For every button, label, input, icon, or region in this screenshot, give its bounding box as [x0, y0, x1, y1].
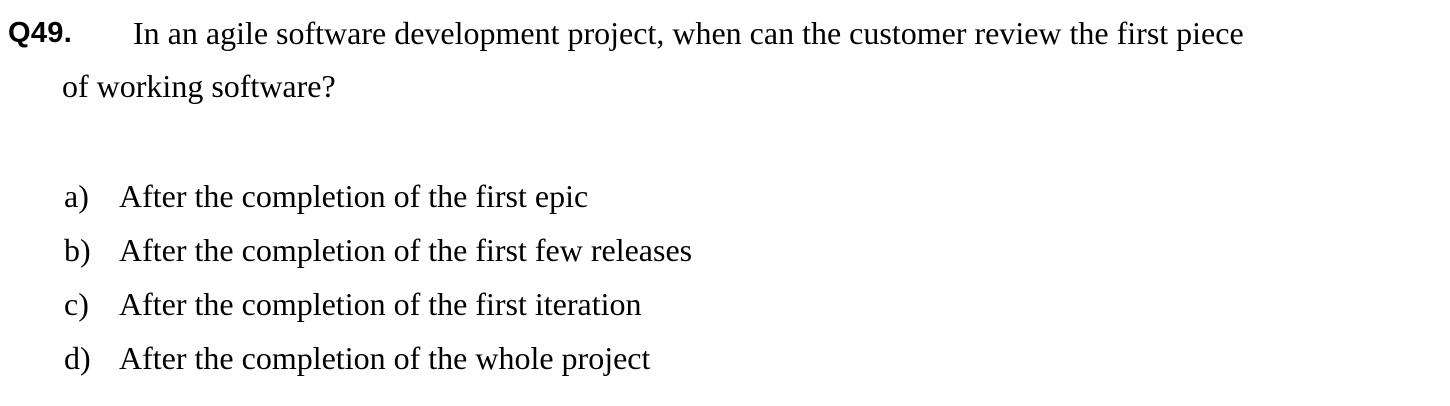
option-text: After the completion of the whole projec… [119, 340, 651, 376]
question-number: Q49. [8, 17, 73, 49]
option-letter: c) [64, 286, 89, 322]
question-text-line-1: In an agile software development project… [133, 15, 1244, 51]
option-letter: d) [64, 340, 91, 376]
option-text: After the completion of the first epic [119, 178, 589, 214]
question-text-line-2: of working software? [62, 68, 336, 104]
option-text: After the completion of the first few re… [119, 232, 693, 268]
option-text: After the completion of the first iterat… [119, 286, 642, 322]
option-letter: a) [64, 178, 89, 214]
option-letter: b) [64, 232, 91, 268]
